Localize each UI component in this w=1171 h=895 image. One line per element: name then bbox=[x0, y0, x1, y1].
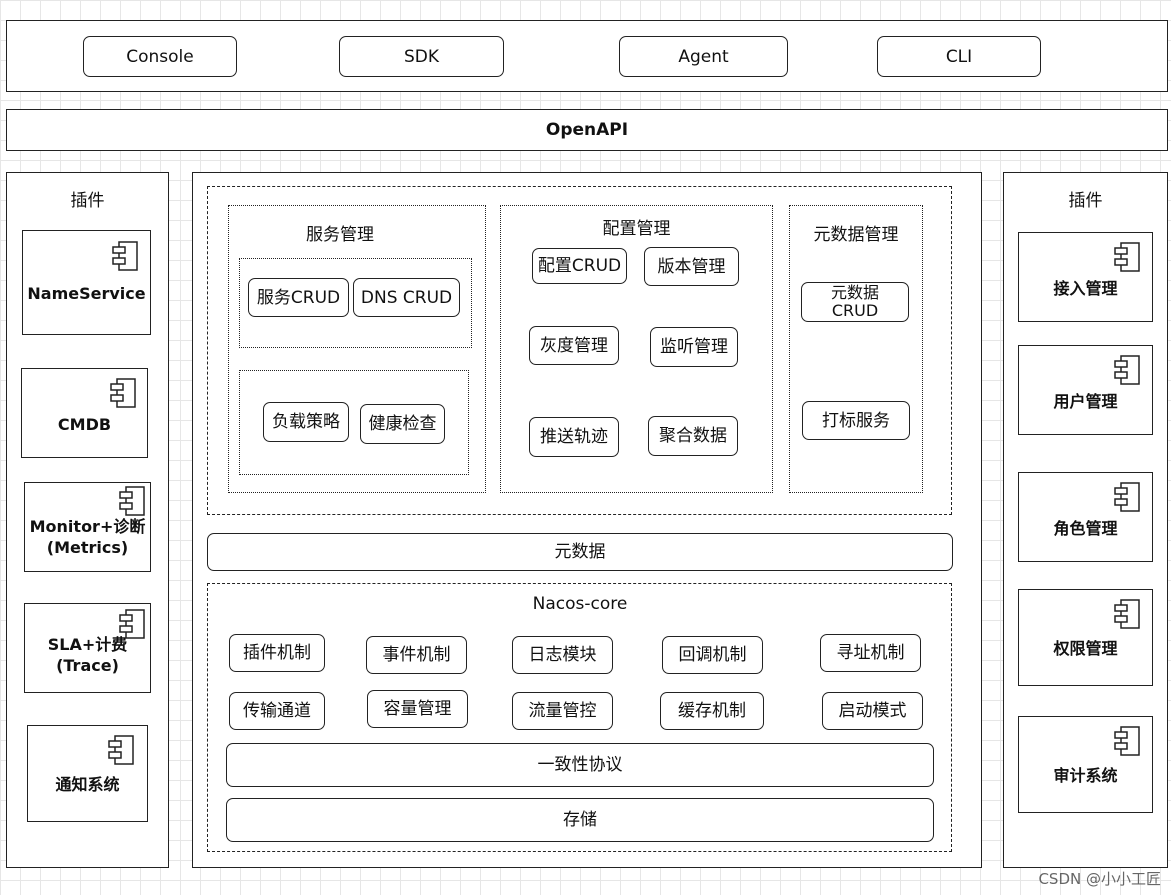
nacos-core-section bbox=[207, 583, 952, 852]
plugin-label: 通知系统 bbox=[55, 775, 120, 794]
gray-release-mgmt: 灰度管理 bbox=[529, 326, 619, 365]
client-cli: CLI bbox=[877, 36, 1041, 77]
client-agent: Agent bbox=[619, 36, 788, 77]
left-plugin-title: 插件 bbox=[70, 191, 105, 211]
traffic-control: 流量管控 bbox=[512, 692, 613, 730]
push-trace: 推送轨迹 bbox=[529, 417, 619, 457]
plugin-access-mgmt: 接入管理 bbox=[1018, 232, 1153, 322]
plugin-label: SLA+计费 (Trace) bbox=[47, 635, 128, 675]
aggregate-data: 聚合数据 bbox=[648, 416, 738, 456]
service-mgmt-title: 服务管理 bbox=[306, 225, 374, 245]
listener-mgmt: 监听管理 bbox=[650, 327, 738, 367]
metadata-mgmt-group bbox=[789, 205, 923, 493]
load-strategy: 负载策略 bbox=[263, 402, 349, 442]
plugin-label: Monitor+诊断 (Metrics) bbox=[29, 517, 146, 557]
plugin-label: 角色管理 bbox=[1053, 518, 1118, 538]
client-console: Console bbox=[83, 36, 237, 77]
metadata-mgmt-title: 元数据管理 bbox=[813, 225, 899, 245]
dns-crud: DNS CRUD bbox=[353, 278, 460, 317]
plugin-label: 接入管理 bbox=[1053, 278, 1118, 298]
component-icon bbox=[1114, 355, 1140, 385]
management-section bbox=[207, 186, 952, 515]
metadata-crud: 元数据 CRUD bbox=[801, 282, 909, 322]
service-crud-group bbox=[239, 258, 472, 348]
version-mgmt: 版本管理 bbox=[644, 247, 739, 286]
cache-mechanism: 缓存机制 bbox=[660, 692, 764, 730]
plugin-label: 审计系统 bbox=[1053, 766, 1118, 785]
plugin-nameservice: NameService bbox=[22, 230, 151, 335]
capacity-mgmt: 容量管理 bbox=[367, 690, 468, 728]
health-check: 健康检查 bbox=[360, 404, 445, 444]
component-icon bbox=[1114, 599, 1140, 629]
service-mgmt-group bbox=[228, 205, 486, 493]
component-icon bbox=[1114, 482, 1140, 512]
watermark: CSDN @小小工匠 bbox=[1038, 870, 1161, 888]
component-icon bbox=[1114, 242, 1140, 272]
service-crud: 服务CRUD bbox=[248, 278, 349, 317]
event-mechanism: 事件机制 bbox=[366, 636, 467, 674]
metadata-bar: 元数据 bbox=[207, 533, 953, 571]
component-icon bbox=[119, 486, 145, 516]
component-icon bbox=[108, 735, 134, 765]
log-module: 日志模块 bbox=[512, 636, 613, 674]
config-crud: 配置CRUD bbox=[532, 248, 627, 284]
plugin-label: 权限管理 bbox=[1053, 639, 1118, 658]
addressing-mechanism: 寻址机制 bbox=[820, 634, 921, 672]
client-sdk: SDK bbox=[339, 36, 504, 77]
plugin-label: 用户管理 bbox=[1053, 391, 1118, 411]
service-policy-group bbox=[239, 370, 469, 475]
component-icon bbox=[112, 241, 138, 271]
component-icon bbox=[119, 609, 145, 639]
plugin-label: NameService bbox=[27, 284, 146, 303]
tagging-service: 打标服务 bbox=[802, 401, 910, 440]
config-mgmt-group bbox=[500, 205, 773, 493]
plugin-label: CMDB bbox=[57, 414, 112, 434]
right-plugin-title: 插件 bbox=[1068, 191, 1103, 211]
callback-mechanism: 回调机制 bbox=[662, 636, 763, 674]
nacos-core-title: Nacos-core bbox=[532, 594, 628, 614]
storage-bar: 存储 bbox=[226, 798, 934, 842]
startup-mode: 启动模式 bbox=[822, 692, 923, 730]
config-mgmt-title: 配置管理 bbox=[602, 219, 671, 239]
openapi-layer: OpenAPI bbox=[6, 109, 1168, 151]
plugin-mechanism: 插件机制 bbox=[229, 634, 325, 672]
component-icon bbox=[1114, 726, 1140, 756]
transport-channel: 传输通道 bbox=[229, 692, 325, 730]
consistency-protocol-bar: 一致性协议 bbox=[226, 743, 934, 787]
component-icon bbox=[110, 378, 136, 408]
